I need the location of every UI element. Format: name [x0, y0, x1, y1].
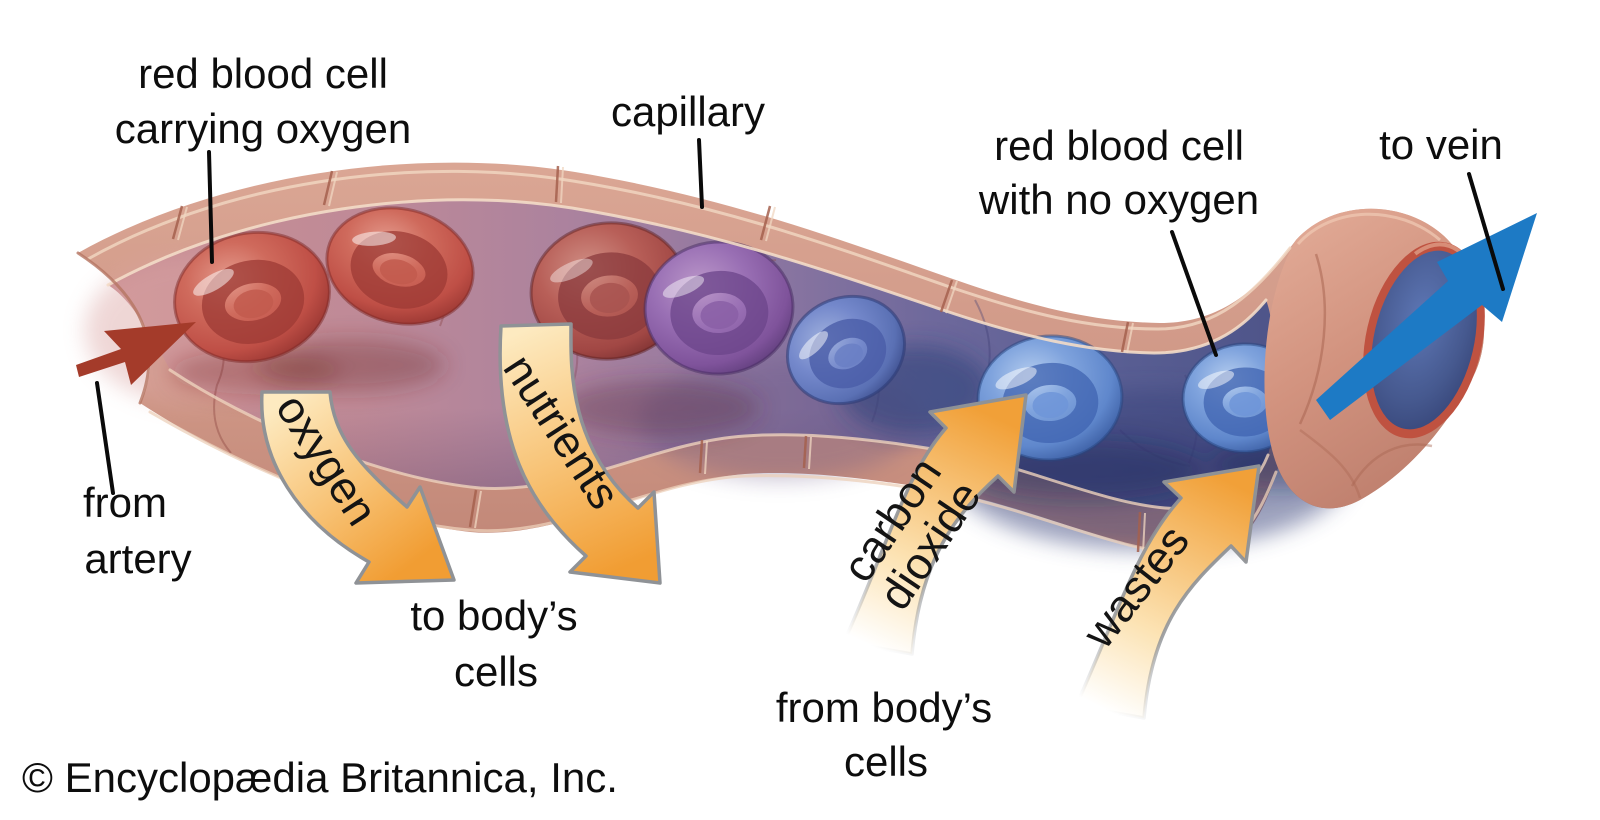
red-blood-cells [173, 206, 1309, 462]
wastes-arrow [1074, 464, 1261, 720]
label-from-artery-line2: artery [84, 535, 191, 582]
rbc-transition-purple [643, 240, 795, 376]
label-from-artery-line1: from [83, 479, 167, 526]
rbc-deoxygenated-tilted [785, 294, 907, 406]
pointer-lines [95, 138, 1505, 495]
cylinder-seams [1298, 253, 1433, 499]
label-rbc-no-oxygen-line1: red blood cell [994, 122, 1244, 169]
pointer-rbc-oxygen [207, 150, 214, 264]
label-rbc-no-oxygen-line2: with no oxygen [978, 176, 1259, 223]
label-rbc-oxygen-line2: carrying oxygen [115, 105, 411, 152]
carbon-dioxide-arrow [842, 393, 1028, 656]
label-capillary: capillary [611, 88, 765, 135]
label-to-cells-line2: cells [454, 648, 538, 695]
artery-flow-arrow [76, 322, 196, 385]
oxygen-arrow [260, 390, 456, 585]
transfer-arrows [260, 322, 1261, 720]
pointer-rbc-no-oxygen [1170, 230, 1218, 357]
label-to-vein: to vein [1379, 121, 1503, 168]
pointer-from-artery [95, 381, 115, 495]
cylinder-top-highlight [1296, 212, 1441, 246]
pointer-to-vein [1467, 172, 1505, 291]
label-from-cells-line2: cells [844, 738, 928, 785]
nutrients-arrow [498, 322, 662, 585]
rbc-oxygenated-2 [325, 206, 475, 326]
label-to-cells-line1: to body’s [410, 592, 577, 639]
copyright-notice: © Encyclopædia Britannica, Inc. [22, 754, 618, 801]
pointer-capillary [697, 138, 704, 209]
label-from-cells-line1: from body’s [776, 684, 992, 731]
rbc-oxygenated-1 [173, 230, 331, 364]
vein-flow-arrow [1316, 213, 1537, 420]
label-rbc-oxygen-line1: red blood cell [138, 50, 388, 97]
